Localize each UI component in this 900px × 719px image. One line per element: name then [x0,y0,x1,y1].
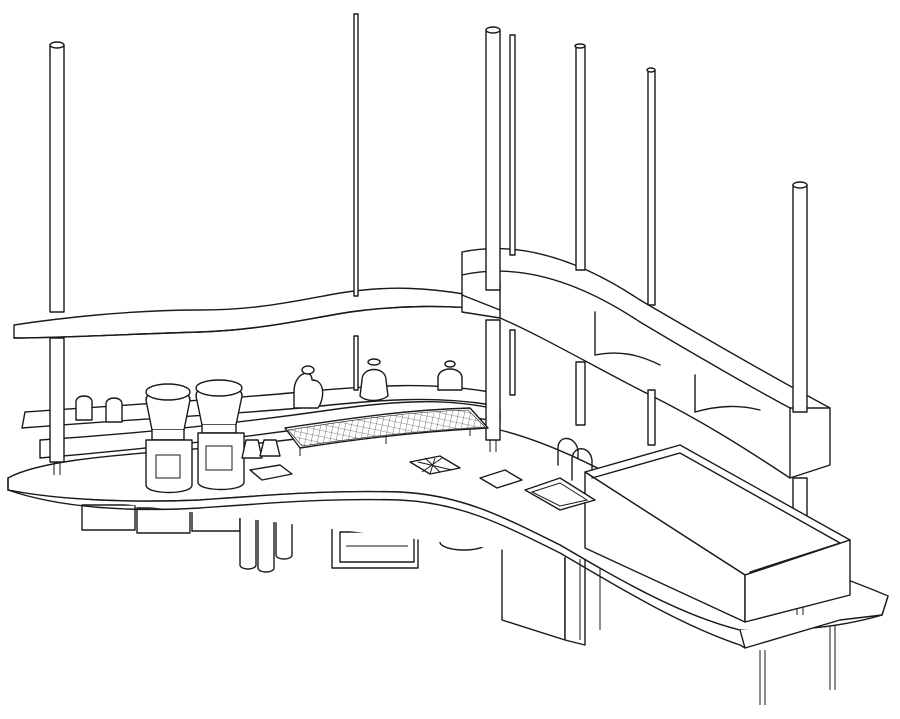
upper-curved-shelf [13,287,491,339]
right-shelving-unit [461,247,831,479]
drip-grate [409,455,461,475]
counter-accessories [75,395,293,481]
coffee-grinders [145,379,245,494]
ceiling-rods [49,13,808,615]
display-case [584,444,851,623]
faucets [557,437,593,481]
sink [524,477,596,511]
drying-rack [284,407,489,456]
grinder-left [145,383,193,494]
grinder-right [195,379,245,491]
shelf-jars [293,358,463,409]
knock-box [479,469,523,489]
